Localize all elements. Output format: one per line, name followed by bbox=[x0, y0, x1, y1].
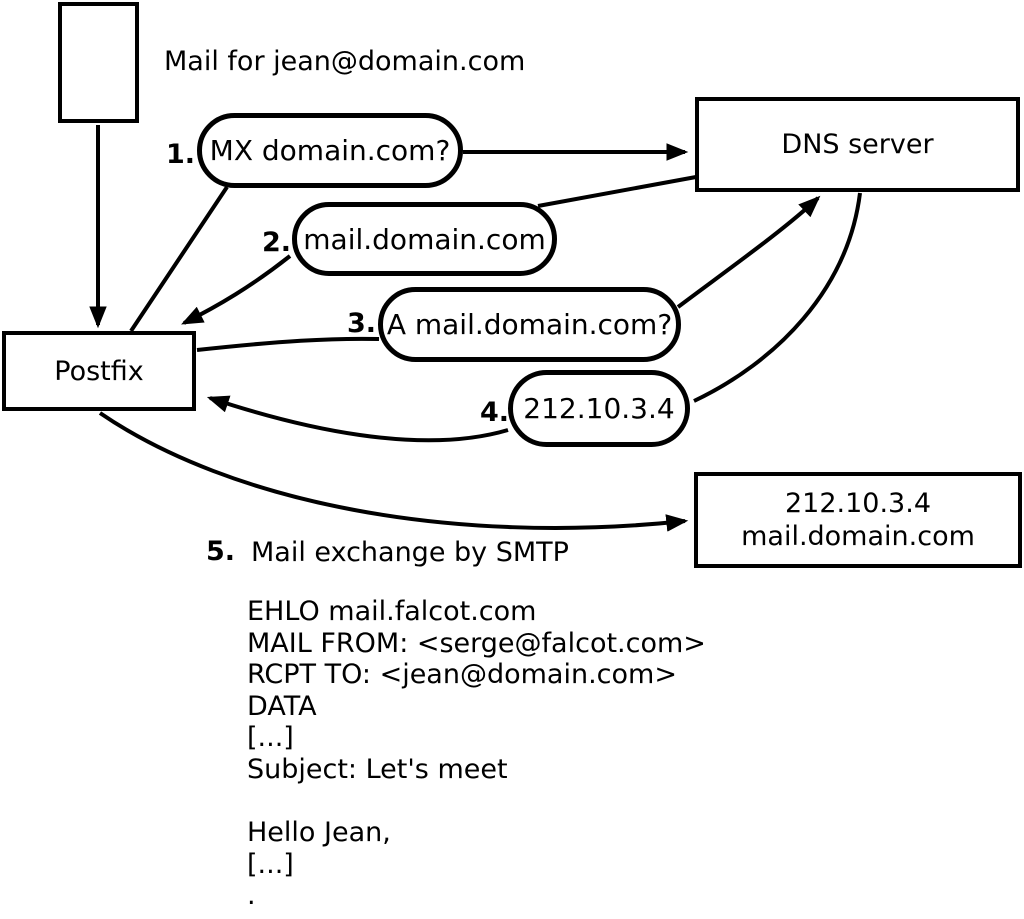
mail-server-host-label: mail.domain.com bbox=[741, 521, 975, 552]
line-dns-to-answer4-icon bbox=[693, 192, 862, 403]
smtp-transcript: EHLO mail.falcot.com MAIL FROM: <serge@f… bbox=[247, 596, 706, 912]
mail-server-ip-label: 212.10.3.4 bbox=[785, 488, 931, 519]
mail-message-node bbox=[58, 2, 139, 123]
arrow-answer2-to-postfix-icon bbox=[181, 254, 292, 325]
step-2-number: 2. bbox=[262, 227, 292, 258]
postfix-label: Postfix bbox=[54, 355, 144, 387]
arrow-answer4-to-postfix-icon bbox=[206, 395, 509, 443]
query-mx-label: MX domain.com? bbox=[209, 134, 451, 167]
query-mx-pill: MX domain.com? bbox=[197, 113, 463, 188]
step-1-number: 1. bbox=[166, 139, 196, 170]
dns-server-label: DNS server bbox=[781, 129, 934, 160]
dns-server-node: DNS server bbox=[695, 97, 1020, 192]
line-postfix-to-query3-icon bbox=[196, 336, 380, 352]
answer-ip-label: 212.10.3.4 bbox=[523, 392, 675, 425]
mail-for-label: Mail for jean@domain.com bbox=[164, 46, 526, 77]
answer-ip-pill: 212.10.3.4 bbox=[508, 370, 690, 447]
line-dns-to-answer2-icon bbox=[537, 175, 697, 208]
arrow-postfix-to-mailserver-icon bbox=[98, 411, 689, 532]
arrow-query3-to-dns-icon bbox=[676, 195, 821, 309]
step-5-number: 5. bbox=[206, 536, 236, 567]
mail-server-node: 212.10.3.4 mail.domain.com bbox=[694, 472, 1022, 568]
query-a-record-pill: A mail.domain.com? bbox=[378, 287, 681, 362]
query-a-record-label: A mail.domain.com? bbox=[386, 308, 673, 341]
step-3-number: 3. bbox=[347, 308, 377, 339]
answer-mx-pill: mail.domain.com bbox=[292, 202, 557, 276]
postfix-node: Postfix bbox=[2, 331, 196, 411]
step-5-label: Mail exchange by SMTP bbox=[251, 537, 569, 568]
answer-mx-label: mail.domain.com bbox=[303, 222, 546, 256]
step-4-number: 4. bbox=[480, 397, 510, 428]
line-postfix-to-query1-icon bbox=[129, 185, 229, 333]
